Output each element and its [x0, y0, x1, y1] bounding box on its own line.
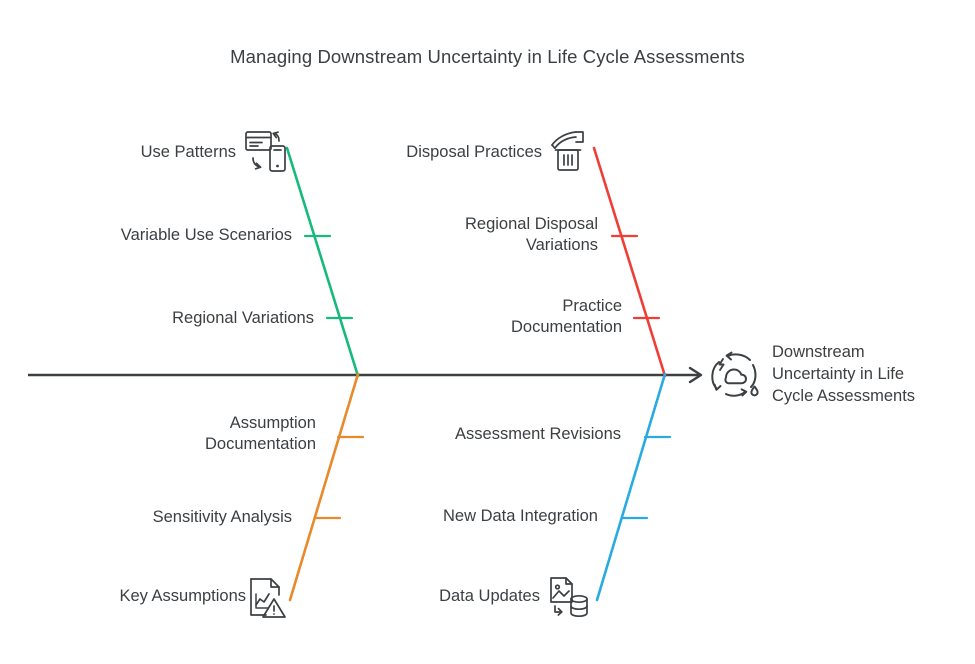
cause-label-new-data-integration[interactable]: New Data Integration [442, 507, 598, 525]
branch-label-data-updates[interactable]: Data Updates [439, 587, 540, 605]
cause-label-assessment-revisions[interactable]: Assessment Revisions [455, 425, 621, 443]
fishbone-head-label: Downstream Uncertainty in Life Cycle Ass… [772, 343, 916, 405]
branch-label-disposal-practices[interactable]: Disposal Practices [406, 143, 542, 161]
branch-label-key-assumptions[interactable]: Key Assumptions [119, 587, 246, 605]
rib-disposal-practices [592, 146, 667, 378]
rib-key-assumptions [288, 372, 365, 602]
rib-data-updates [595, 372, 672, 602]
file-to-database-icon [547, 575, 593, 621]
cause-label-practice-documentation[interactable]: Practice Documentation [511, 297, 622, 336]
rib-use-patterns [285, 146, 360, 378]
cause-label-assumption-documentation[interactable]: Assumption Documentation [205, 414, 316, 453]
document-chart-warning-icon [247, 575, 289, 621]
cause-label-variable-use-scenarios[interactable]: Variable Use Scenarios [120, 226, 292, 244]
cause-label-regional-disposal-variations[interactable]: Regional Disposal Variations [465, 215, 598, 254]
device-sync-icon [243, 128, 289, 176]
cause-label-sensitivity-analysis[interactable]: Sensitivity Analysis [152, 508, 292, 526]
cause-label-regional-variations[interactable]: Regional Variations [172, 309, 314, 327]
page-title: Managing Downstream Uncertainty in Life … [230, 46, 745, 67]
lifecycle-cloud-icon [706, 346, 764, 404]
spine [28, 366, 703, 384]
branch-label-use-patterns[interactable]: Use Patterns [140, 143, 236, 161]
hand-trash-icon [549, 128, 593, 176]
